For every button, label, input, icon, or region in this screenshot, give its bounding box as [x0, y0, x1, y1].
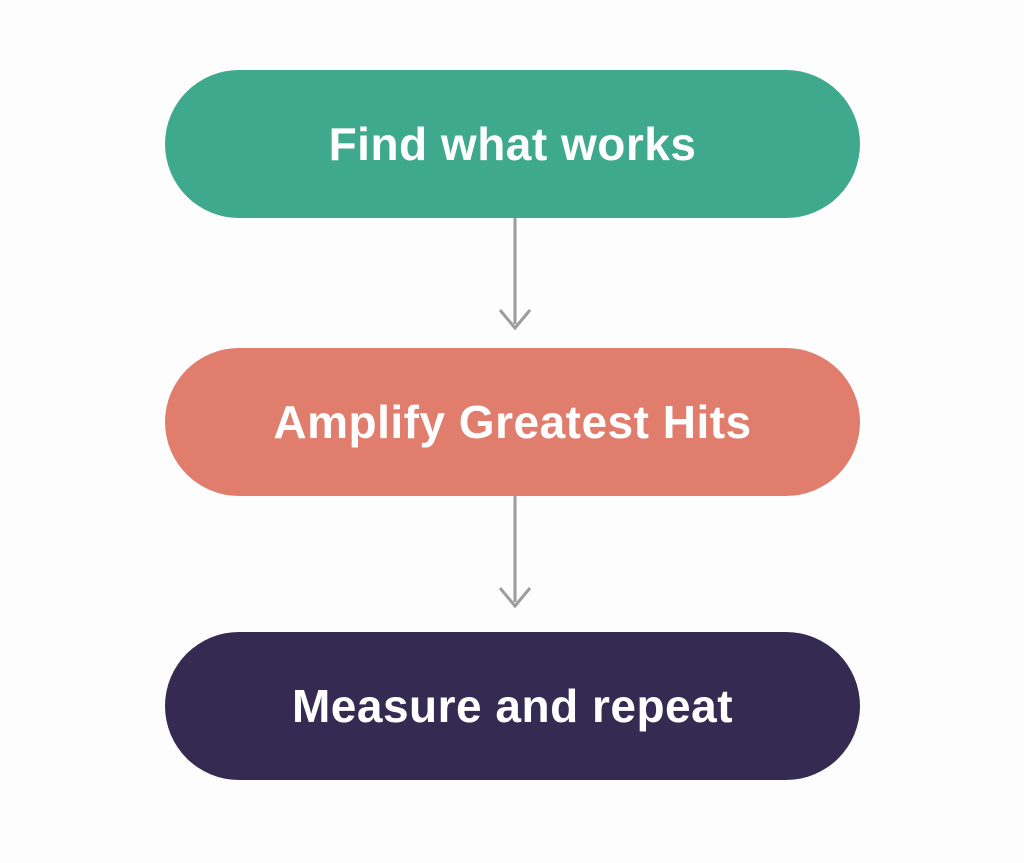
flow-step-label: Measure and repeat	[291, 680, 734, 732]
flow-step-measure-and-repeat: Measure and repeat	[165, 632, 860, 780]
flow-step-amplify-greatest-hits: Amplify Greatest Hits	[165, 348, 860, 496]
flow-step-find-what-works: Find what works	[165, 70, 860, 218]
arrow-down-icon	[495, 218, 535, 332]
flow-step-label: Find what works	[328, 118, 697, 170]
flow-step-label: Amplify Greatest Hits	[273, 396, 752, 448]
arrow-down-icon	[495, 496, 535, 610]
